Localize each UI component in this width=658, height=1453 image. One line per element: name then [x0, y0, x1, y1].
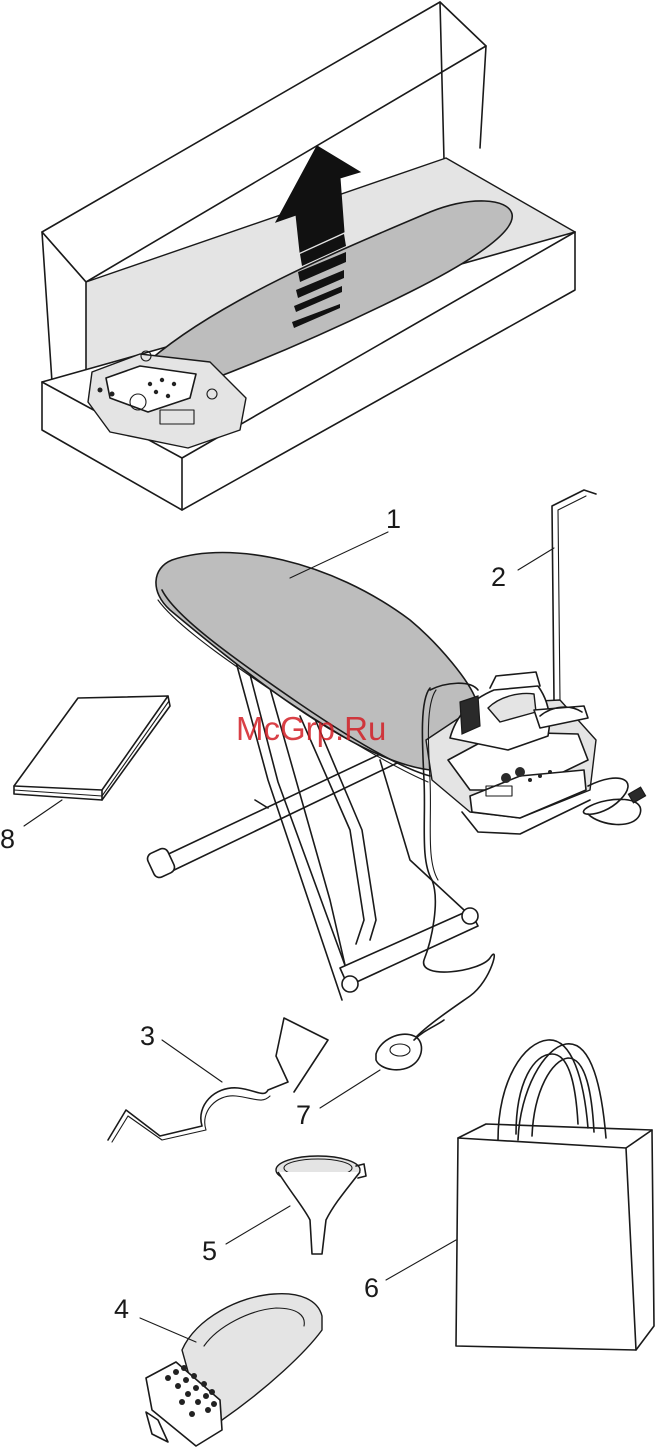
- bag-body: [456, 1138, 636, 1350]
- cord-holder: [540, 490, 596, 716]
- board-foot-bar: [340, 910, 478, 986]
- steam-station: [410, 672, 646, 1044]
- callout-6: 6: [364, 1273, 379, 1303]
- watermark: McGrp.Ru: [236, 710, 386, 747]
- funnel: [276, 1156, 366, 1254]
- callout-8: 8: [0, 824, 15, 854]
- brush-attachment: [146, 1294, 322, 1446]
- callout-4: 4: [114, 1294, 129, 1324]
- callout-7: 7: [296, 1100, 311, 1130]
- storage-bag: [456, 1040, 654, 1350]
- instruction-booklets: [14, 696, 170, 800]
- callout-2: 2: [491, 562, 506, 592]
- control-switch: [376, 1020, 444, 1070]
- booklet-top: [14, 696, 168, 790]
- callout-1: 1: [386, 504, 401, 534]
- ironing-board: [146, 553, 478, 1001]
- callout-3: 3: [140, 1021, 155, 1051]
- callout-5: 5: [202, 1236, 217, 1266]
